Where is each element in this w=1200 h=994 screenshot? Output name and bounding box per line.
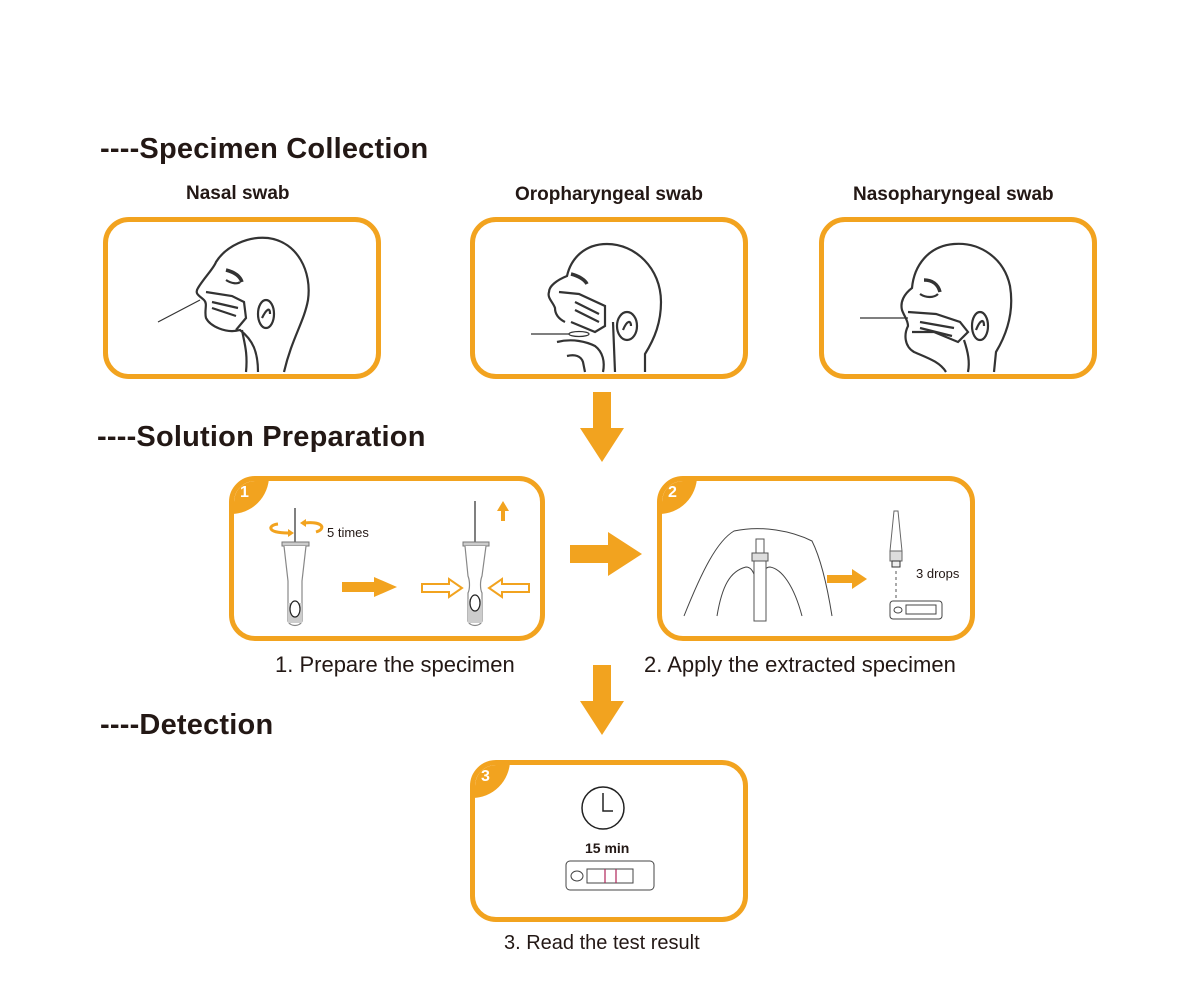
rotate-count-annotation: 5 times	[327, 525, 369, 540]
oropharyngeal-swab-illustration-icon	[531, 242, 663, 373]
read-result-illustration-icon	[565, 786, 655, 891]
nasopharyngeal-swab-panel	[819, 217, 1097, 379]
wait-time-annotation: 15 min	[585, 840, 630, 856]
drop-count-annotation: 3 drops	[916, 566, 960, 581]
right-arrow-icon	[570, 532, 642, 576]
step-3-panel: 3 15 min	[470, 760, 748, 922]
step-1-panel: 1 5 times	[229, 476, 545, 641]
step-2-panel: 2 3 drops	[657, 476, 975, 641]
step-3-label: 3. Read the test result	[504, 932, 700, 954]
down-arrow-icon	[580, 392, 624, 462]
down-arrow-icon	[580, 665, 624, 735]
nasal-swab-illustration-icon	[157, 236, 310, 373]
oropharyngeal-swab-label: Oropharyngeal swab	[515, 184, 703, 205]
section-title-detection: ----Detection	[100, 709, 274, 741]
section-title-specimen-collection: ----Specimen Collection	[100, 133, 429, 165]
step-1-label: 1. Prepare the specimen	[275, 652, 515, 677]
prepare-specimen-illustration-icon	[269, 501, 530, 627]
clock-icon	[581, 786, 625, 830]
nasal-swab-label: Nasal swab	[186, 183, 290, 204]
nasopharyngeal-swab-illustration-icon	[860, 242, 1013, 373]
nasal-swab-panel	[103, 217, 381, 379]
step-2-label: 2. Apply the extracted specimen	[644, 652, 956, 677]
nasopharyngeal-swab-label: Nasopharyngeal swab	[853, 184, 1054, 205]
apply-specimen-illustration-icon	[683, 510, 943, 622]
section-title-solution-preparation: ----Solution Preparation	[97, 421, 426, 453]
oropharyngeal-swab-panel	[470, 217, 748, 379]
